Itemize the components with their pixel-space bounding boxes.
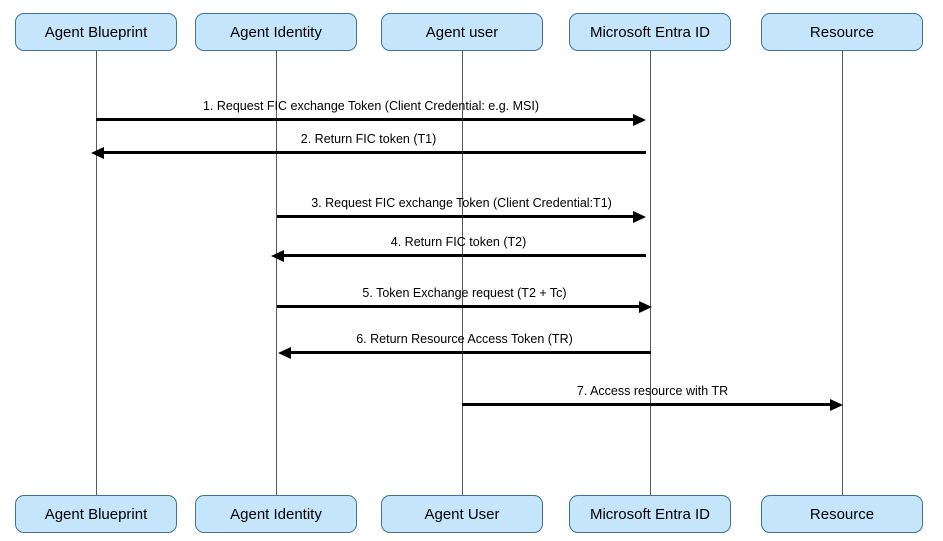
actor-top-box-agent-user: Agent user bbox=[381, 13, 543, 51]
message-line bbox=[282, 254, 646, 257]
lifeline-microsoft-entra-id bbox=[650, 51, 651, 495]
actor-bottom-box-agent-blueprint: Agent Blueprint bbox=[15, 495, 177, 533]
lifeline-agent-blueprint bbox=[96, 51, 97, 495]
actor-top-label: Agent Identity bbox=[230, 23, 322, 41]
arrowhead-icon bbox=[830, 398, 843, 411]
message-label: 1. Request FIC exchange Token (Client Cr… bbox=[202, 99, 540, 113]
lifeline-agent-identity bbox=[276, 51, 277, 495]
actor-top-box-microsoft-entra-id: Microsoft Entra ID bbox=[569, 13, 731, 51]
actor-top-label: Agent user bbox=[425, 23, 499, 41]
actor-top-label: Microsoft Entra ID bbox=[589, 23, 711, 41]
message-label: 6. Return Resource Access Token (TR) bbox=[356, 332, 573, 346]
actor-bottom-box-resource: Resource bbox=[761, 495, 923, 533]
lifeline-resource bbox=[842, 51, 843, 495]
actor-top-label: Resource bbox=[809, 23, 875, 41]
actor-top-box-agent-identity: Agent Identity bbox=[195, 13, 357, 51]
actor-bottom-label: Agent Blueprint bbox=[44, 505, 148, 523]
message-label: 2. Return FIC token (T1) bbox=[300, 132, 437, 146]
message-line bbox=[462, 403, 832, 406]
actor-bottom-label: Resource bbox=[809, 505, 875, 523]
message-label: 5. Token Exchange request (T2 + Tc) bbox=[362, 286, 567, 300]
message-line bbox=[289, 351, 651, 354]
arrowhead-icon bbox=[633, 210, 646, 223]
message-label: 4. Return FIC token (T2) bbox=[390, 235, 527, 249]
actor-bottom-box-agent-identity: Agent Identity bbox=[195, 495, 357, 533]
actor-bottom-label: Agent User bbox=[424, 505, 500, 523]
arrowhead-icon bbox=[278, 346, 291, 359]
arrowhead-icon bbox=[271, 249, 284, 262]
message-label: 7. Access resource with TR bbox=[576, 384, 729, 398]
message-label: 3. Request FIC exchange Token (Client Cr… bbox=[311, 196, 612, 210]
actor-bottom-box-agent-user: Agent User bbox=[381, 495, 543, 533]
actor-bottom-box-microsoft-entra-id: Microsoft Entra ID bbox=[569, 495, 731, 533]
message-line bbox=[96, 118, 635, 121]
message-line bbox=[277, 305, 641, 308]
arrowhead-icon bbox=[639, 300, 652, 313]
actor-top-box-resource: Resource bbox=[761, 13, 923, 51]
lifeline-agent-user bbox=[462, 51, 463, 495]
actor-bottom-label: Agent Identity bbox=[230, 505, 322, 523]
actor-top-box-agent-blueprint: Agent Blueprint bbox=[15, 13, 177, 51]
arrowhead-icon bbox=[91, 146, 104, 159]
message-line bbox=[102, 151, 646, 154]
message-line bbox=[277, 215, 635, 218]
actor-top-label: Agent Blueprint bbox=[44, 23, 148, 41]
arrowhead-icon bbox=[633, 113, 646, 126]
actor-bottom-label: Microsoft Entra ID bbox=[589, 505, 711, 523]
